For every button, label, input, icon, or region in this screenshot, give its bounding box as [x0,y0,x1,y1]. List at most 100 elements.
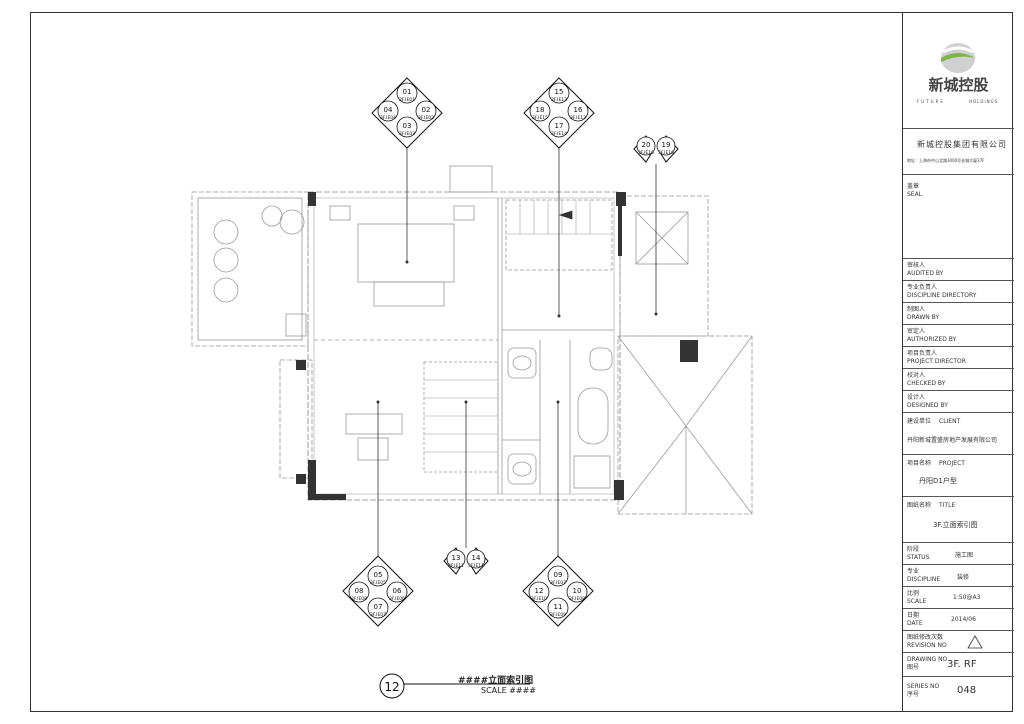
designed-label-en: DESIGNED BY [907,402,948,409]
marker-id: 05 [374,571,383,579]
drawing-title-row: 图纸名称 TITLE 3F.立面索引图 [903,496,1014,542]
date-label: 日期 [907,612,920,619]
authorized-label-en: AUTHORIZED BY [907,336,957,343]
marker-ref: 3F.IE07 [550,580,566,586]
project-director-label-en: PROJECT DIRECTOR [907,358,966,365]
revision-triangle-icon [967,635,983,649]
designed-label: 设计人 [907,394,926,401]
drawing-frame [30,12,1013,712]
marker-id: 07 [374,603,383,611]
discipline-director-label: 专业负责人 [907,284,938,291]
scale-label: 比例 [907,590,920,597]
revision-label: 图纸修改次数 [907,634,944,641]
marker-ref: 3F.IE05 [370,580,386,586]
checked-row: 校对人 CHECKED BY [903,368,1014,390]
serial-label: 序号 [907,691,920,698]
client-value: 丹阳新城置盛房地产发展有限公司 [907,437,998,444]
seal-label: 盖章 [907,183,920,190]
audited-label: 审核人 [907,262,926,269]
project-label: 项目名称 [907,460,932,467]
seal-label-en: SEAL [907,191,923,198]
drawing-no-label: 图号 [907,664,920,671]
serial-label-en: SERIES NO [907,683,940,690]
client-row: 建设单位 CLIENT 丹阳新城置盛房地产发展有限公司 [903,412,1014,454]
marker-ref: 3F.IE11 [448,563,464,569]
discipline-label: 专业 [907,568,920,575]
marker-id: 09 [554,571,563,579]
marker-ref: 3F.IE03 [399,131,415,137]
drawing-no-row: DRAWING NO 图号 3F. RF [903,652,1014,676]
project-label-en: PROJECT [939,460,965,467]
company-address: 地址：上海市中山北路3000号长城大厦27F [907,158,985,163]
marker-id: 04 [384,106,393,114]
marker-id: 16 [574,106,583,114]
company-logo [941,43,975,73]
scale-label-en: SCALE [907,598,927,605]
marker-ref: 3F.IE15 [532,115,548,121]
client-label-en: CLIENT [939,418,961,425]
marker-id: 19 [662,141,671,149]
date-value: 2014/06 [951,616,976,623]
marker-id: 03 [403,122,412,130]
status-value: 施工图 [955,552,974,559]
drawing-scale: SCALE #### [481,686,537,695]
discipline-label-en: DISCIPLINE [907,576,941,583]
project-director-label: 项目负责人 [907,350,938,357]
status-label: 阶段 [907,546,920,553]
discipline-value: 装修 [957,574,970,581]
company-full-name: 新城控股集团有限公司 [917,140,1007,149]
drawn-label: 制图人 [907,306,926,313]
revision-label-en: REVISION NO [907,642,947,649]
marker-id: 12 [535,587,544,595]
date-row: 日期 DATE 2014/06 [903,608,1014,630]
revision-row: 图纸修改次数 REVISION NO [903,630,1014,652]
marker-ref: 3F.IE09 [550,612,566,618]
drawn-row: 制图人 DRAWN BY [903,302,1014,324]
company-row: 新城控股集团有限公司 地址：上海市中山北路3000号长城大厦27F [903,128,1014,174]
drawing-title-label-en: TITLE [939,502,956,509]
date-label-en: DATE [907,620,923,627]
marker-id: 02 [422,106,431,114]
marker-ref: 3F.IE10 [531,596,547,602]
discipline-row: 专业 DISCIPLINE 装修 [903,564,1014,586]
marker-id: 14 [472,554,481,562]
drawing-no-label-en: DRAWING NO [907,656,948,663]
marker-id: 10 [573,587,582,595]
project-row: 项目名称 PROJECT 丹阳D1户型 [903,454,1014,496]
authorized-label: 审定人 [907,328,926,335]
audited-label-en: AUDITED BY [907,270,944,277]
marker-id: 15 [555,88,564,96]
marker-ref: 3F.IE08 [351,596,367,602]
serial-row: SERIES NO 序号 048 [903,676,1014,712]
marker-ref: 3F.IE04 [380,115,396,121]
checked-label-en: CHECKED BY [907,380,946,387]
marker-id: 06 [393,587,402,595]
marker-id: 20 [642,141,651,149]
authorized-row: 审定人 AUTHORIZED BY [903,324,1014,346]
company-logo-sub-right: HOLDINGS [969,99,999,104]
marker-ref: 3F.IE11 [468,563,484,569]
marker-ref: 3F.IE08 [569,596,585,602]
marker-ref: 3F.IE02 [418,115,434,121]
marker-id: 08 [355,587,364,595]
status-label-en: STATUS [907,554,930,561]
discipline-director-label-en: DISCIPLINE DIRECTORY [907,292,977,299]
drawn-label-en: DRAWN BY [907,314,940,321]
marker-id: 11 [554,603,563,611]
marker-ref: 3F.IE07 [370,612,386,618]
marker-ref: 3F.IE16 [658,150,674,156]
company-logo-name: 新城控股 [928,76,989,94]
drawing-number: 12 [384,680,399,694]
title-block: 新城控股 FUTURE HOLDINGS 新城控股集团有限公司 地址：上海市中山… [902,12,1014,712]
marker-id: 01 [403,88,412,96]
audited-row: 审核人 AUDITED BY [903,258,1014,280]
discipline-director-row: 专业负责人 DISCIPLINE DIRECTORY [903,280,1014,302]
designed-row: 设计人 DESIGNED BY [903,390,1014,412]
project-value: 丹阳D1户型 [919,477,957,485]
project-director-row: 项目负责人 PROJECT DIRECTOR [903,346,1014,368]
drawing-title: ####立面索引图 [458,676,534,686]
client-label: 建设单位 [907,418,932,425]
status-row: 阶段 STATUS 施工图 [903,542,1014,564]
marker-ref: 3F.IE16 [638,150,654,156]
serial-value: 048 [957,685,977,696]
